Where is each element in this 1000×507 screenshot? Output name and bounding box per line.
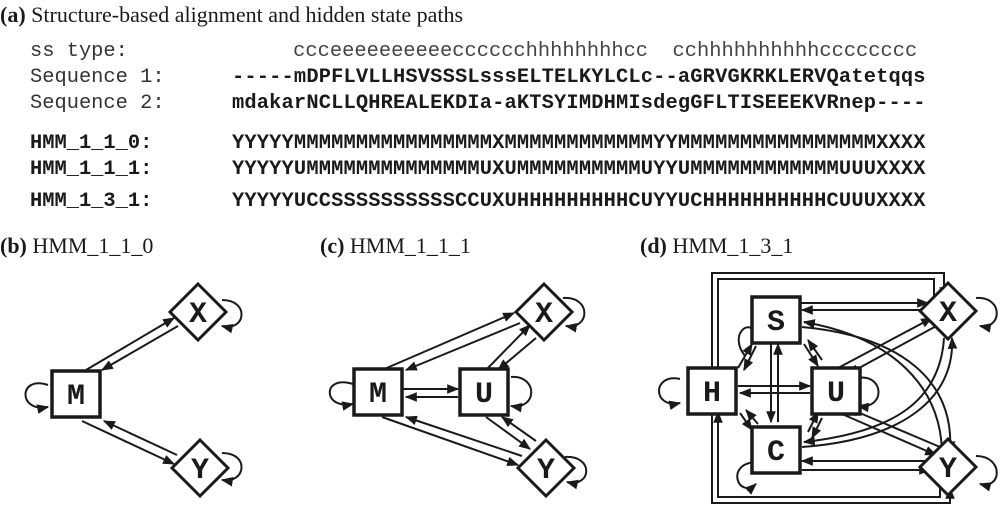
panel-c-caption: HMM_1_1_1 [349,233,471,258]
node-label-x: X [939,297,957,331]
panel-c-node-x: X [513,281,575,343]
panel-d-letter: (d) [640,233,667,258]
node-label-y: Y [191,454,209,488]
panel-c-edges [328,296,588,490]
node-label-y: Y [537,454,555,488]
panel-d-node-u: U [810,366,862,416]
node-label-x: X [189,298,207,332]
node-label-u: U [475,378,493,412]
node-label-m: M [369,378,387,412]
panel-c-node-y: Y [515,437,577,499]
panel-d-node-c: C [750,425,802,475]
panel-b-edges [24,299,243,487]
panel-b-node-x: X [167,281,229,343]
row-label-hmm-1-1-0: HMM_1_1_0: [30,132,153,155]
row-value-hmm-1-1-1: YYYYYUMMMMMMMMMMMMMMUXUMMMMMMMMMMUYYUMMM… [232,158,926,181]
row-label-ss-type: ss type: [30,40,128,63]
row-value-hmm-1-3-1: YYYYYUCCSSSSSSSSSSCCUXUHHHHHHHHHCUYYUCHH… [232,190,926,213]
panel-b-node-y: Y [169,437,231,499]
node-label-m: M [67,380,85,414]
panel-a-title: (a) Structure-based alignment and hidden… [0,2,463,28]
row-value-hmm-1-1-0: YYYYYMMMMMMMMMMMMMMMMXMMMMMMMMMMMMYYMMMM… [232,132,926,155]
node-label-u: U [827,377,845,411]
node-label-h: H [703,377,721,411]
panel-d-node-h: H [686,366,738,416]
panel-a-letter: (a) [0,2,26,27]
node-label-s: S [767,306,785,340]
row-value-sequence-1: -----mDPFLVLLHSVSSSLsssELTELKYLCLc--aGRV… [232,66,926,89]
node-label-y: Y [939,453,957,487]
panel-a-caption: Structure-based alignment and hidden sta… [31,2,464,27]
panel-c-letter: (c) [320,233,345,258]
node-label-x: X [535,298,553,332]
panel-c-node-u: U [458,367,510,417]
panel-d-node-x: X [917,280,979,342]
panel-c-title: (c) HMM_1_1_1 [320,233,471,259]
panel-b-caption: HMM_1_1_0 [32,233,154,258]
node-label-c: C [767,436,785,470]
panel-b-letter: (b) [0,233,27,258]
panel-b-node-m: M [50,369,102,419]
panel-d-node-s: S [750,295,802,345]
row-value-ss-type: ccceeeeeeeeeecccccchhhhhhhhcc cchhhhhhhh… [232,40,918,63]
row-label-hmm-1-1-1: HMM_1_1_1: [30,158,153,181]
row-label-hmm-1-3-1: HMM_1_3_1: [30,190,153,213]
panel-d-title: (d) HMM_1_3_1 [640,233,793,259]
panel-b-title: (b) HMM_1_1_0 [0,233,153,259]
panel-c-node-m: M [352,367,404,417]
panel-d-node-y: Y [917,436,979,498]
row-value-sequence-2: mdakarNCLLQHREALEKDIa-aKTSYIMDHMIsdegGFL… [232,92,926,115]
row-label-sequence-1: Sequence 1: [30,66,165,89]
row-label-sequence-2: Sequence 2: [30,92,165,115]
panel-d-caption: HMM_1_3_1 [672,233,794,258]
